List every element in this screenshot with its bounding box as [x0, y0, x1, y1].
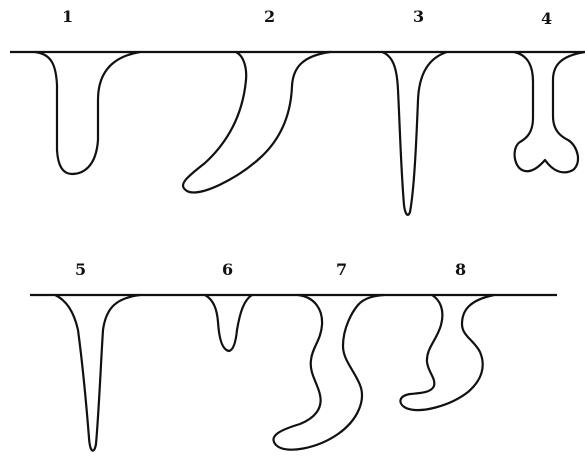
- shape-6: [203, 293, 254, 353]
- label-5: 5: [75, 260, 86, 279]
- shape-2: [181, 50, 332, 194]
- label-4: 4: [541, 9, 552, 28]
- label-3: 3: [413, 7, 424, 26]
- label-1: 1: [62, 7, 73, 26]
- shape-7: [272, 293, 386, 451]
- shape-3: [380, 50, 449, 216]
- label-8: 8: [455, 260, 466, 279]
- shape-8: [399, 293, 496, 412]
- label-6: 6: [222, 260, 233, 279]
- shape-4: [512, 50, 585, 174]
- shape-5: [53, 293, 142, 452]
- label-2: 2: [264, 7, 275, 26]
- label-7: 7: [336, 260, 347, 279]
- shape-1: [33, 50, 142, 176]
